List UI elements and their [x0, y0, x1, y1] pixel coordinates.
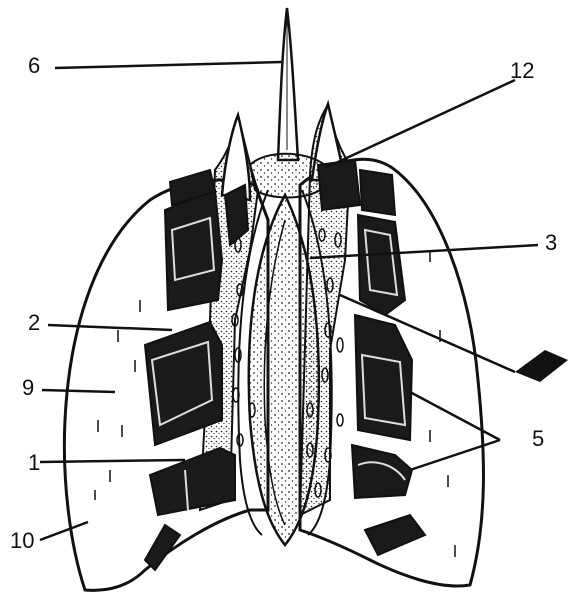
pointer-marker [515, 350, 568, 382]
label-12: 12 [510, 60, 534, 82]
crista-galli [278, 8, 298, 160]
label-3: 3 [545, 232, 557, 254]
leader-12 [325, 80, 515, 168]
label-9: 9 [22, 377, 34, 399]
label-1: 1 [28, 452, 40, 474]
label-5: 5 [532, 428, 544, 450]
cribriform-plate [250, 154, 325, 198]
leader-6 [55, 62, 282, 68]
label-10: 10 [10, 530, 34, 552]
label-2: 2 [28, 312, 40, 334]
right-cell-top2 [360, 170, 395, 215]
right-cell-top [318, 160, 360, 210]
label-6: 6 [28, 55, 40, 77]
